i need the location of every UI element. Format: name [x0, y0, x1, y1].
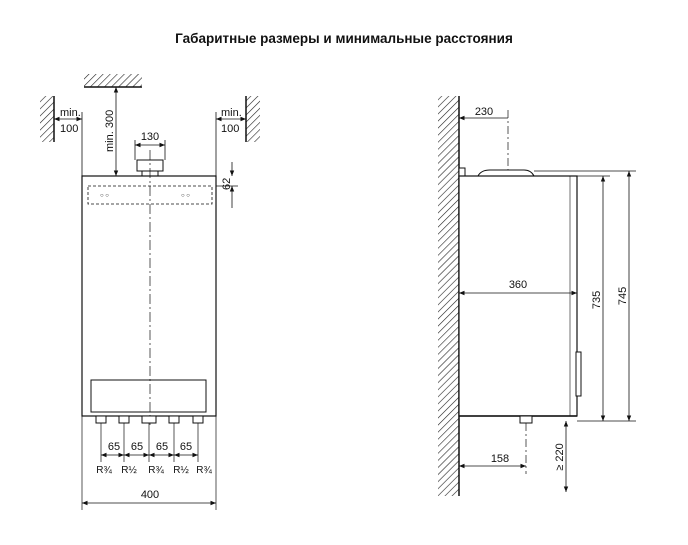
clearance-right-label: min.	[221, 107, 242, 119]
boiler-side-body	[458, 175, 578, 417]
display-window	[90, 379, 207, 413]
connection-spacing-2: 65	[131, 441, 143, 453]
connection-thread-5: R¾	[196, 465, 212, 476]
clearance-top-label: min. 300	[104, 110, 116, 152]
boiler-front-body	[81, 175, 217, 417]
bottom-clearance-label: ≥ 220	[554, 443, 566, 470]
connection-offset-label: 158	[491, 453, 509, 465]
connection-spacing-3: 65	[156, 441, 168, 453]
connection-pipes	[95, 415, 204, 424]
flue-offset-label: 230	[475, 106, 493, 118]
body-height-label: 735	[591, 291, 603, 309]
page-title: Габаритные размеры и минимальные расстоя…	[175, 31, 513, 46]
clearance-right-value: 100	[221, 123, 239, 135]
front-view: min. 100 min. 100 min. 300 130 ○ ○ ○ ○ 6…	[40, 74, 260, 510]
overall-width-label: 400	[141, 489, 159, 501]
ceiling-hatch	[84, 74, 142, 88]
total-height-label: 745	[617, 287, 629, 305]
side-view: 230 360 735 745 158 ≥ 220	[438, 96, 636, 496]
connection-thread-1: R¾	[96, 465, 112, 476]
connection-spacing-4: 65	[180, 441, 192, 453]
right-wall-hatch	[245, 96, 260, 142]
clearance-left-value: 100	[60, 123, 78, 135]
svg-text:○ ○: ○ ○	[100, 193, 109, 199]
left-wall-hatch	[40, 96, 55, 142]
connection-thread-2: R½	[121, 465, 137, 476]
connection-thread-4: R½	[173, 465, 189, 476]
depth-label: 360	[509, 279, 527, 291]
svg-text:○ ○: ○ ○	[181, 193, 190, 199]
connection-spacing-1: 65	[108, 441, 120, 453]
connection-thread-3: R¾	[148, 465, 164, 476]
flue-width-label: 130	[141, 131, 159, 143]
wall-hatch	[438, 96, 460, 496]
clearance-left-label: min.	[60, 107, 81, 119]
top-offset-label: 62	[221, 178, 233, 190]
